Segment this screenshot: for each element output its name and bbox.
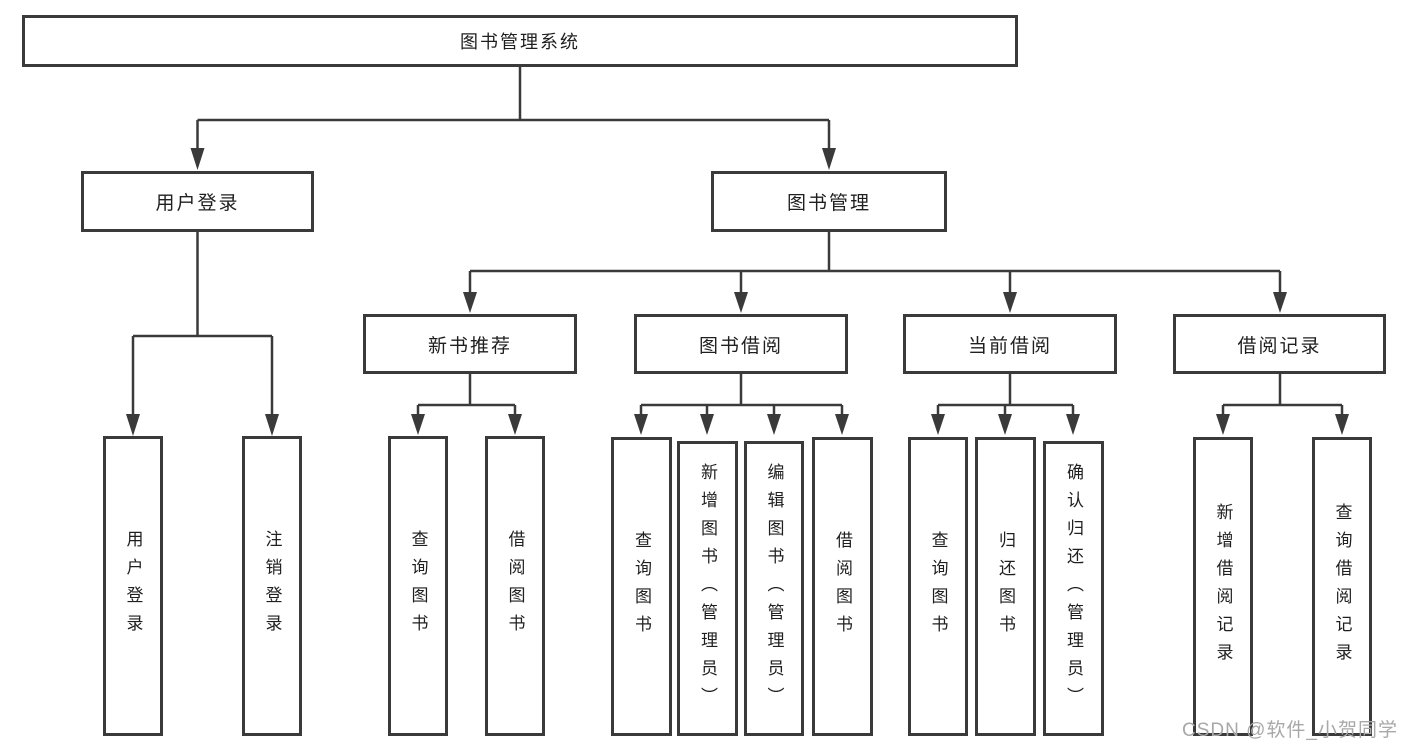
node-book-management: 图书管理	[711, 171, 947, 232]
node-label: 新增图书（管理员）	[698, 462, 717, 715]
node-book-borrowing: 图书借阅	[634, 314, 848, 374]
leaf-confirm-return-admin: 确认归还（管理员）	[1043, 441, 1104, 736]
node-root-library-system: 图书管理系统	[22, 15, 1018, 67]
leaf-query-books-3: 查询图书	[908, 437, 968, 736]
node-label: 新书推荐	[427, 335, 512, 357]
node-label: 当前借阅	[967, 335, 1052, 357]
node-user-login: 用户登录	[81, 171, 314, 232]
node-label: 查询图书	[632, 530, 651, 643]
leaf-borrow-books-2: 借阅图书	[812, 437, 873, 736]
node-label: 借阅记录	[1237, 335, 1322, 357]
leaf-query-books-2: 查询图书	[611, 437, 672, 736]
leaf-add-book-admin: 新增图书（管理员）	[677, 441, 738, 736]
leaf-logout: 注销登录	[242, 436, 302, 736]
node-label: 确认归还（管理员）	[1064, 462, 1083, 715]
leaf-query-borrow-record: 查询借阅记录	[1312, 437, 1372, 736]
leaf-query-books-1: 查询图书	[388, 436, 448, 736]
leaf-borrow-books-1: 借阅图书	[485, 436, 545, 736]
tree-edges	[131, 67, 1344, 415]
node-label: 图书管理系统	[460, 32, 580, 52]
node-borrow-records: 借阅记录	[1173, 314, 1386, 374]
leaf-user-login: 用户登录	[103, 436, 163, 736]
node-label: 借阅图书	[505, 530, 525, 642]
node-label: 查询借阅记录	[1332, 502, 1352, 671]
leaf-add-borrow-record: 新增借阅记录	[1193, 437, 1253, 736]
node-label: 图书管理	[786, 193, 871, 214]
node-label: 图书借阅	[698, 335, 783, 357]
leaf-return-books: 归还图书	[975, 437, 1036, 736]
leaf-edit-book-admin: 编辑图书（管理员）	[744, 441, 804, 736]
node-current-borrowing: 当前借阅	[903, 314, 1117, 374]
node-label: 新增借阅记录	[1213, 502, 1233, 671]
node-label: 编辑图书（管理员）	[764, 462, 784, 715]
node-label: 查询图书	[408, 530, 428, 642]
node-label: 用户登录	[155, 193, 240, 214]
node-label: 借阅图书	[833, 530, 852, 643]
node-new-book-recommend: 新书推荐	[363, 314, 577, 374]
node-label: 注销登录	[262, 530, 282, 642]
arrow-heads	[126, 148, 1349, 436]
node-label: 查询图书	[928, 530, 948, 643]
csdn-watermark: CSDN @软件_小贺同学	[1182, 720, 1398, 741]
node-label: 用户登录	[123, 530, 143, 642]
node-label: 归还图书	[996, 530, 1015, 643]
